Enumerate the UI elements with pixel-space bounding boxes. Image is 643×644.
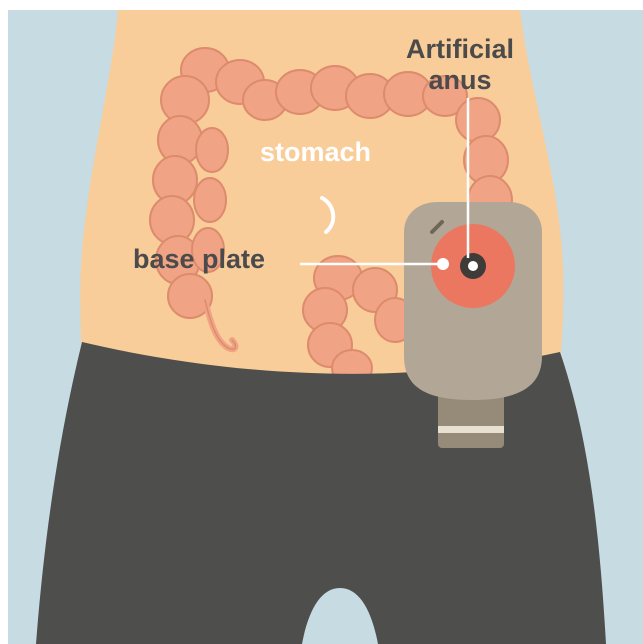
stomach-label: stomach	[260, 137, 371, 168]
artificial-anus-label-line1: Artificial	[386, 34, 534, 65]
base-plate-label: base plate	[133, 244, 265, 275]
pouch-clip	[438, 426, 504, 433]
artificial-anus-label: Artificial anus	[386, 34, 534, 96]
base-plate-pointer-dot	[437, 258, 449, 270]
stoma-opening	[468, 261, 478, 271]
left-border	[0, 0, 8, 644]
top-border	[0, 0, 643, 10]
artificial-anus-label-line2: anus	[386, 65, 534, 96]
